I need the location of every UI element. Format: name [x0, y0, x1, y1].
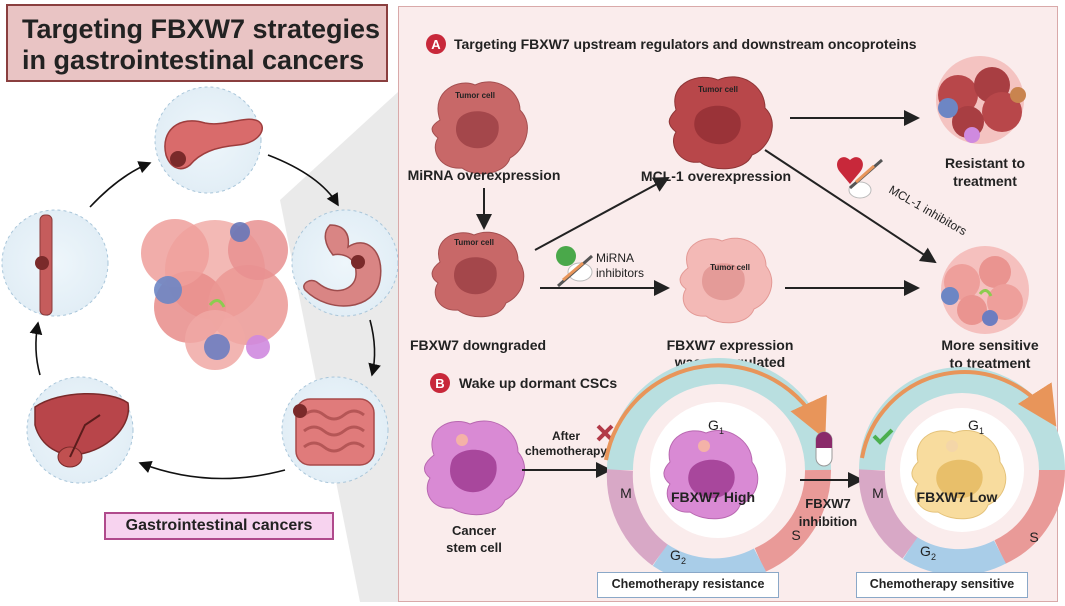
phase-s-label: S [1029, 529, 1038, 545]
gastrointestinal-cancers-label: Gastrointestinal cancers [104, 512, 334, 540]
phase-g2-label: G2 [670, 547, 686, 566]
mcl1-overexpression-label: MCL-1 overexpression [641, 168, 791, 184]
pancreas-organ [154, 86, 263, 194]
organ-cycle [1, 86, 399, 484]
esophagus-organ [1, 209, 109, 317]
cell-label: Tumor cell [455, 91, 495, 100]
section-b-badge [430, 373, 450, 393]
tumor-icon [170, 151, 186, 167]
title-line-1: Targeting FBXW7 strategies [22, 14, 381, 44]
section-a-badge-text: A [431, 37, 441, 52]
arrow-mcl1-to-sensitive [764, 149, 937, 264]
cycle-arrow [89, 161, 152, 208]
cycle-arrow [368, 319, 381, 377]
phase-m-label: M [620, 485, 632, 501]
arrow-downgraded-to-mcl1 [534, 177, 670, 251]
tumor-cell-mirna: Tumor cell [431, 81, 528, 175]
cycle-arrow [29, 321, 43, 376]
cell-cycle-high [604, 358, 832, 585]
mirna-inhibitors-line-2: inhibitors [596, 266, 644, 280]
tumor-icon [293, 404, 307, 418]
cancer-stem-line-1: Cancer [452, 523, 496, 538]
resistant-line-1: Resistant to [945, 155, 1025, 171]
sensitive-line-1: More sensitive [941, 337, 1038, 353]
tumor-cell-mcl1: Tumor cell [668, 76, 773, 170]
phase-g1-label: G1 [708, 417, 724, 436]
tumor-cell-downgraded: Tumor cell [431, 231, 525, 318]
liver-organ [26, 376, 134, 484]
resistant-tumor-cluster [936, 56, 1026, 144]
cell-label: Tumor cell [710, 263, 750, 272]
section-a-heading: Targeting FBXW7 upstream regulators and … [454, 36, 917, 52]
mcl1-inhibitors-label: MCL-1 inhibitors [887, 182, 970, 238]
tumor-icon [351, 255, 365, 269]
inhibition-line-1: FBXW7 [805, 496, 851, 511]
after-chemo-line-1: After [552, 429, 580, 443]
fbxw7-low-label: FBXW7 Low [917, 489, 998, 505]
cell-label: Tumor cell [698, 85, 738, 94]
cancer-stem-line-2: stem cell [446, 540, 502, 555]
tumor-cell-upregulated: Tumor cell [679, 237, 773, 324]
pill-syringe-icon [556, 246, 593, 288]
tumor-icon [35, 256, 49, 270]
sensitive-tumor-cluster [941, 246, 1029, 334]
phase-g1-label: G1 [968, 417, 984, 436]
cancer-stem-cell [424, 420, 526, 516]
mirna-overexpression-label: MiRNA overexpression [408, 167, 561, 183]
figure-title: Targeting FBXW7 strategies in gastrointe… [6, 4, 388, 82]
fbxw7-downgraded-label: FBXW7 downgraded [410, 337, 546, 353]
after-chemo-line-2: chemotherapy [525, 444, 607, 458]
sensitive-line-2: to treatment [950, 355, 1031, 371]
section-b-badge-text: B [435, 376, 444, 391]
phase-s-label: S [791, 527, 800, 543]
fbxw7-high-label: FBXW7 High [671, 489, 755, 505]
heart-syringe-icon [837, 157, 883, 199]
upregulated-line-1: FBXW7 expression [667, 337, 794, 353]
cell-label: Tumor cell [454, 238, 494, 247]
cross-icon [596, 424, 614, 442]
chemo-sensitive-box: Chemotherapy sensitive [856, 572, 1028, 598]
intestine-organ [281, 376, 389, 484]
cycle-arrow [267, 154, 339, 207]
capsule-icon [815, 431, 833, 467]
chemo-resistance-box: Chemotherapy resistance [597, 572, 779, 598]
phase-m-label: M [872, 485, 884, 501]
cell-cycle-low [858, 367, 1065, 576]
tumor-cluster [141, 219, 288, 370]
phase-g2-label: G2 [920, 543, 936, 562]
cycle-arrow [138, 461, 286, 480]
section-b-heading: Wake up dormant CSCs [459, 375, 617, 391]
mirna-inhibitors-line-1: MiRNA [596, 251, 634, 265]
inhibition-line-2: inhibition [799, 514, 858, 529]
check-icon [872, 428, 894, 445]
resistant-line-2: treatment [953, 173, 1017, 189]
section-a-badge [426, 34, 446, 54]
title-line-2: in gastrointestinal cancers [22, 45, 365, 75]
stomach-organ [291, 209, 399, 317]
